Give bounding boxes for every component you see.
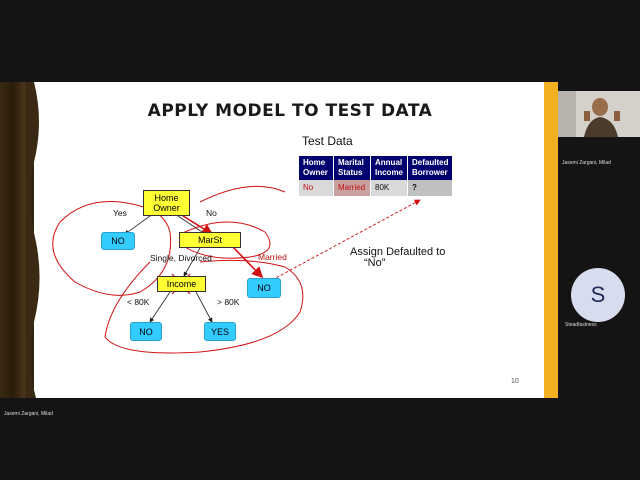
leaf-no-low-income: NO — [130, 322, 162, 341]
cell-home-owner: No — [299, 180, 334, 196]
avatar-participant-name: Steadfastness — [565, 322, 597, 328]
edge-label-no: No — [206, 208, 217, 218]
presenter-name-label: Jasemi Zargani, Milad — [4, 411, 53, 417]
participant-video-image — [558, 91, 640, 137]
cell-defaulted-borrower: ? — [407, 180, 454, 196]
avatar-initial: S — [590, 282, 606, 307]
tree-edges — [52, 185, 421, 354]
edge-label-married: Married — [258, 252, 287, 262]
node-income: Income — [157, 276, 206, 292]
slide-wave-edge — [26, 82, 40, 398]
cell-marital-status: Married — [333, 180, 371, 196]
test-data-label: Test Data — [302, 134, 353, 148]
assign-annotation: Assign Defaulted to “No” — [350, 246, 446, 269]
leaf-no-left: NO — [101, 232, 135, 250]
slide-number: 10 — [511, 378, 519, 385]
node-marst: MarSt — [179, 232, 241, 248]
participant-video-tile[interactable] — [558, 91, 640, 137]
edge-label-gt-80k: > 80K — [217, 297, 240, 307]
slide-gold-bar — [544, 82, 558, 398]
table-row: No Married 80K ? — [299, 180, 454, 196]
edge-label-lt-80k: < 80K — [127, 297, 150, 307]
edge-label-yes: Yes — [113, 208, 127, 218]
video-participant-name: Jasemi Zargani, Milad — [562, 160, 611, 166]
slide-title: APPLY MODEL TO TEST DATA — [147, 101, 433, 121]
edge-label-single-divorced: Single, Divorced — [150, 253, 212, 263]
cell-annual-income: 80K — [370, 180, 409, 196]
leaf-no-married: NO — [247, 278, 281, 298]
participant-avatar[interactable]: S — [571, 268, 625, 322]
leaf-yes-high-income: YES — [204, 322, 236, 341]
